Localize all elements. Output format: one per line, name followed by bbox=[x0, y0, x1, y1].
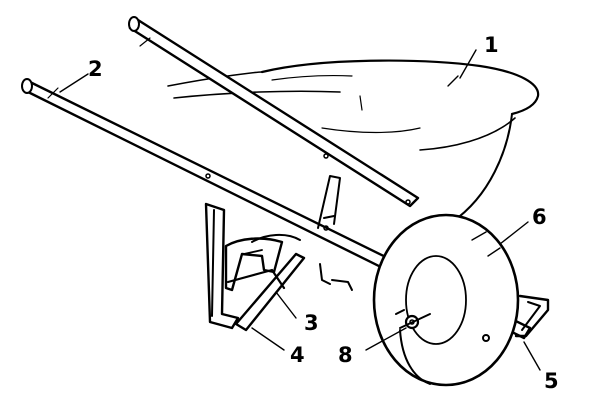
label-leg-brace: 3 bbox=[304, 311, 319, 335]
tray bbox=[167, 59, 540, 223]
label-wheel: 6 bbox=[532, 205, 547, 229]
leader-lines bbox=[59, 49, 541, 371]
axle bbox=[395, 309, 431, 330]
label-handle: 2 bbox=[88, 57, 103, 81]
leg bbox=[204, 202, 353, 332]
leg-brace bbox=[224, 234, 301, 292]
label-wheel-bracket: 5 bbox=[544, 369, 559, 393]
label-leg: 4 bbox=[290, 343, 305, 367]
wheel-bracket bbox=[482, 294, 550, 342]
crossbar bbox=[317, 175, 341, 229]
label-tray: 1 bbox=[484, 33, 499, 57]
wheel bbox=[372, 213, 520, 387]
label-axle: 8 bbox=[338, 343, 353, 367]
